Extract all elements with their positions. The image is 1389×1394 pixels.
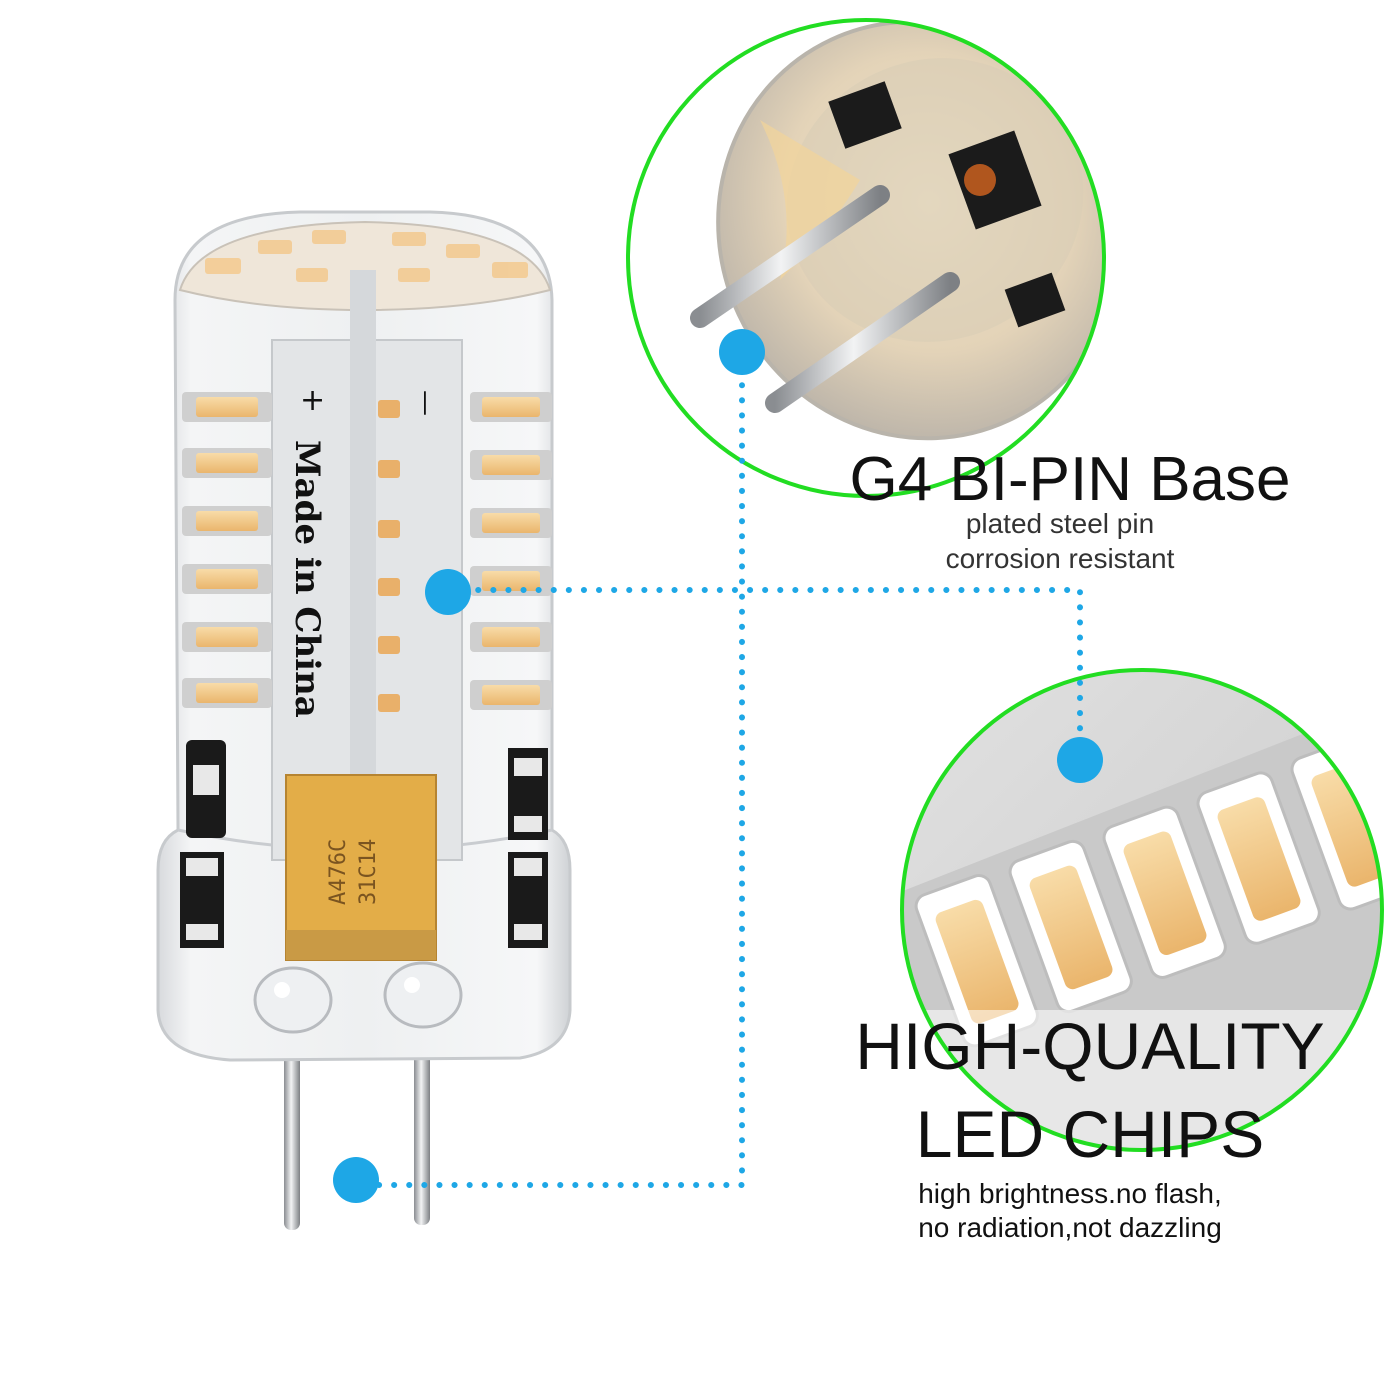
polarity-plus-mark: + — [300, 383, 325, 418]
chips-subtitle-line-2: no radiation,not dazzling — [918, 1212, 1222, 1243]
led-chip-column-center — [378, 400, 400, 712]
made-in-china-stamp: Made in China — [287, 440, 327, 718]
connector-dot-pcb — [425, 569, 471, 615]
capacitor-batch: 31C14 — [356, 839, 381, 905]
led-bulb: Made in China + — A476C 31C14 — [156, 210, 572, 1230]
connector-dot-chips-zoom — [1057, 737, 1103, 783]
connector-dot-base-zoom — [719, 329, 765, 375]
led-chip-column-left — [182, 392, 272, 708]
chips-title-line-2: LED CHIPS — [915, 1097, 1265, 1171]
chips-subtitle-line-1: high brightness.no flash, — [918, 1178, 1222, 1209]
connector-dots — [333, 329, 1103, 1203]
base-subtitle-line-2: corrosion resistant — [945, 543, 1175, 574]
connector-chips — [445, 587, 1083, 763]
base-subtitle-line-1: plated steel pin — [965, 508, 1155, 539]
connector-base — [355, 352, 745, 1188]
connector-dot-pins — [333, 1157, 379, 1203]
capacitor: A476C 31C14 — [285, 774, 437, 961]
zoom-base-outline — [626, 18, 1106, 498]
polarity-minus-mark: — — [411, 390, 441, 416]
base-title: G4 BI-PIN Base — [849, 445, 1291, 514]
chips-title-line-1: HIGH-QUALITY — [855, 1009, 1325, 1083]
bulb-pin-right — [414, 1040, 430, 1225]
zoom-chips-outline — [900, 668, 1384, 1152]
dome-led-chips — [205, 230, 528, 282]
smd-components — [180, 740, 548, 948]
capacitor-code: A476C — [326, 839, 351, 905]
zoom-base-pins — [626, 18, 1106, 498]
connector-lines — [355, 352, 1083, 1188]
bulb-pin-left — [284, 1040, 300, 1230]
led-chip-column-right — [470, 392, 552, 710]
